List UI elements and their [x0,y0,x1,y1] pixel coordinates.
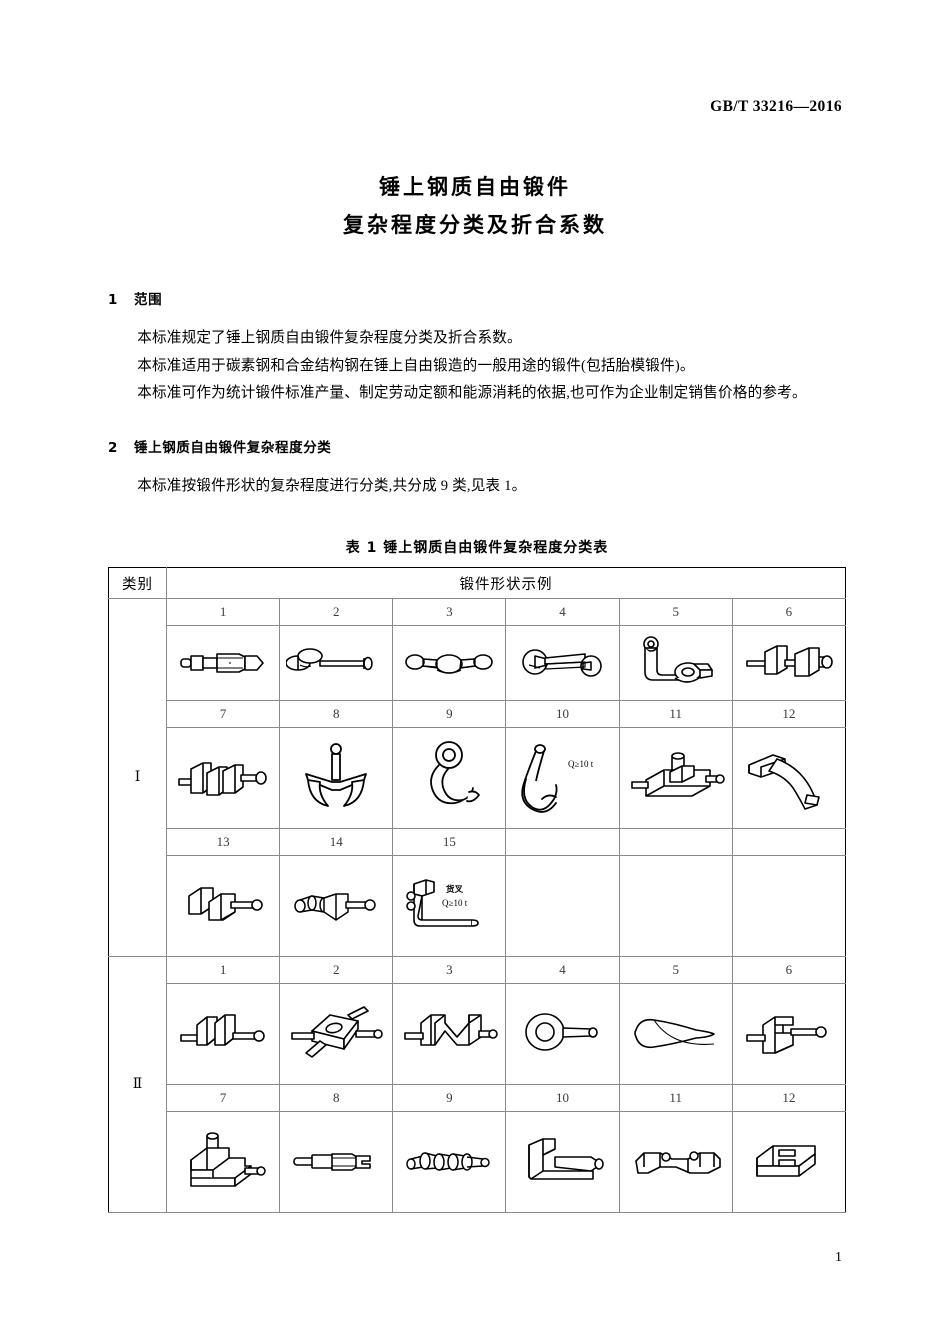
col-num: 10 [505,700,620,728]
figure-cell-bent-lever-arm-forging [618,625,733,701]
category-label-2: Ⅱ [107,956,168,1213]
table-row: 7 8 9 10 11 12 [109,1084,847,1112]
col-num: 1 [166,956,281,984]
annotation-load: Q≥10 t [442,898,468,908]
title-line-1: 锤上钢质自由锻件 [379,175,571,199]
figure-cell-fork-tine-forging: 货叉 Q≥10 t [392,855,507,957]
col-num: 5 [618,956,733,984]
figure-cell-ribbed-block-shaft-forging [279,855,394,957]
figure-cell-open-end-wrench-forging [505,625,620,701]
figure-cell-l-bracket-boss-forging [166,1111,281,1213]
figure-cell-ring-eye-hook-forging [392,727,507,829]
col-num: 12 [731,700,847,728]
figure-cell-empty [505,855,620,957]
table-1-shape-classification: 类别 锻件形状示例 Ⅰ 1 2 3 4 5 6 [107,567,847,1213]
table-row: 货叉 Q≥10 t [109,855,847,957]
col-num: 10 [505,1084,620,1112]
figure-cell-empty [618,855,733,957]
col-num: 2 [279,598,394,626]
annotation-load: Q≥10 t [568,759,594,769]
col-num: 2 [279,956,394,984]
col-num: 4 [505,598,620,626]
figure-cell-cross-block-shaft-forging [618,727,733,829]
figure-cell-lifting-hook-forging: Q≥10 t [505,727,620,829]
figure-cell-multi-collar-shaft-forging [392,1111,507,1213]
col-num: 12 [731,1084,847,1112]
page-number-value: 1 [835,1250,842,1265]
header-examples: 锻件形状示例 [166,567,846,599]
clause-2-title: 锤上钢质自由锻件复杂程度分类 [134,439,332,456]
table-row [109,983,847,1085]
clause-2-heading: 2 锤上钢质自由锻件复杂程度分类 [108,436,846,456]
figure-cell-stepped-round-bar-forging [166,625,281,701]
table-row [109,1111,847,1213]
col-num: 3 [392,956,507,984]
figure-cell-slotted-block-forging [731,1111,847,1213]
figure-cell-double-boss-shaft-forging [166,983,281,1085]
col-num: 8 [279,700,394,728]
header-category: 类别 [107,567,168,599]
table-row: Q≥10 t [109,727,847,829]
figure-cell-long-link-bar-forging [618,1111,733,1213]
figure-cell-ship-anchor-forging [279,727,394,829]
col-num [618,828,733,856]
figure-cell-cross-pin-plate-forging [279,983,394,1085]
col-num: 1 [166,598,281,626]
table-header-row: 类别 锻件形状示例 [107,567,846,599]
annotation-fork: 货叉 [445,884,464,895]
clause-1-title: 范围 [134,292,163,308]
figure-cell-tapered-blade-forging [618,983,733,1085]
col-num: 11 [618,700,733,728]
col-num: 7 [166,700,281,728]
clause-1-heading: 1 范围 [108,288,846,308]
figure-cell-notch-block-shaft-forging [731,983,847,1085]
clause-1-number: 1 [108,292,118,308]
figure-cell-eye-ring-shaft-forging [505,983,620,1085]
title-line-2: 复杂程度分类及折合系数 [343,213,607,237]
table-row: Ⅱ 1 2 3 4 5 6 [107,956,847,1213]
col-num: 4 [505,956,620,984]
document-title: 锤上钢质自由锻件 复杂程度分类及折合系数 [0,168,950,244]
figure-cell-bent-knee-lever-forging [731,727,847,829]
col-num: 9 [392,700,507,728]
col-num: 13 [166,828,281,856]
col-num: 7 [166,1084,281,1112]
table-row [109,625,847,701]
clause-1-para-2: 本标准适用于碳素钢和合金结构钢在锤上自由锻造的一般用途的锻件(包括胎模锻件)。 [137,357,695,374]
category-label-1: Ⅰ [107,598,168,957]
figure-cell-crankshaft-forging [166,727,281,829]
table-row: Ⅰ 1 2 3 4 5 6 [107,598,847,957]
standard-code: GB/T 33216—2016 [710,98,842,115]
figure-cell-empty [731,855,847,957]
col-num: 9 [392,1084,507,1112]
figure-cell-angle-arm-forging [505,1111,620,1213]
table-row: 13 14 15 [109,828,847,856]
col-num: 11 [618,1084,733,1112]
figure-cell-stepped-block-shaft-forging [166,855,281,957]
col-num: 6 [731,956,847,984]
col-num: 3 [392,598,507,626]
running-header: GB/T 33216—2016 [0,98,950,116]
clause-2-number: 2 [108,439,118,456]
footer-page-number: 1 [0,1250,950,1266]
col-num: 8 [279,1084,394,1112]
col-num: 15 [392,828,507,856]
document-body: 1 范围 本标准规定了锤上钢质自由锻件复杂程度分类及折合系数。 本标准适用于碳素钢… [107,288,847,1213]
figure-cell-stepped-flat-tool-forging [279,1111,394,1213]
figure-cell-double-eye-connecting-rod-forging [392,625,507,701]
clause-1-para-3: 本标准可作为统计锻件标准产量、制定劳动定额和能源消耗的依据,也可作为企业制定销售… [137,385,807,401]
col-num [731,828,847,856]
table-1-caption: 表 1 锤上钢质自由锻件复杂程度分类表 [345,540,609,556]
clause-1-para-1: 本标准规定了锤上钢质自由锻件复杂程度分类及折合系数。 [137,330,522,346]
clause-2-para-1: 本标准按锻件形状的复杂程度进行分类,共分成 9 类,见表 1。 [137,477,527,494]
col-num: 14 [279,828,394,856]
col-num: 5 [618,598,733,626]
figure-cell-z-bend-block-shaft-forging [392,983,507,1085]
figure-cell-disc-end-shaft-forging [279,625,394,701]
col-num: 6 [731,598,847,626]
col-num [505,828,620,856]
figure-cell-twin-block-shaft-forging [731,625,847,701]
table-row: 7 8 9 10 11 12 [109,700,847,728]
